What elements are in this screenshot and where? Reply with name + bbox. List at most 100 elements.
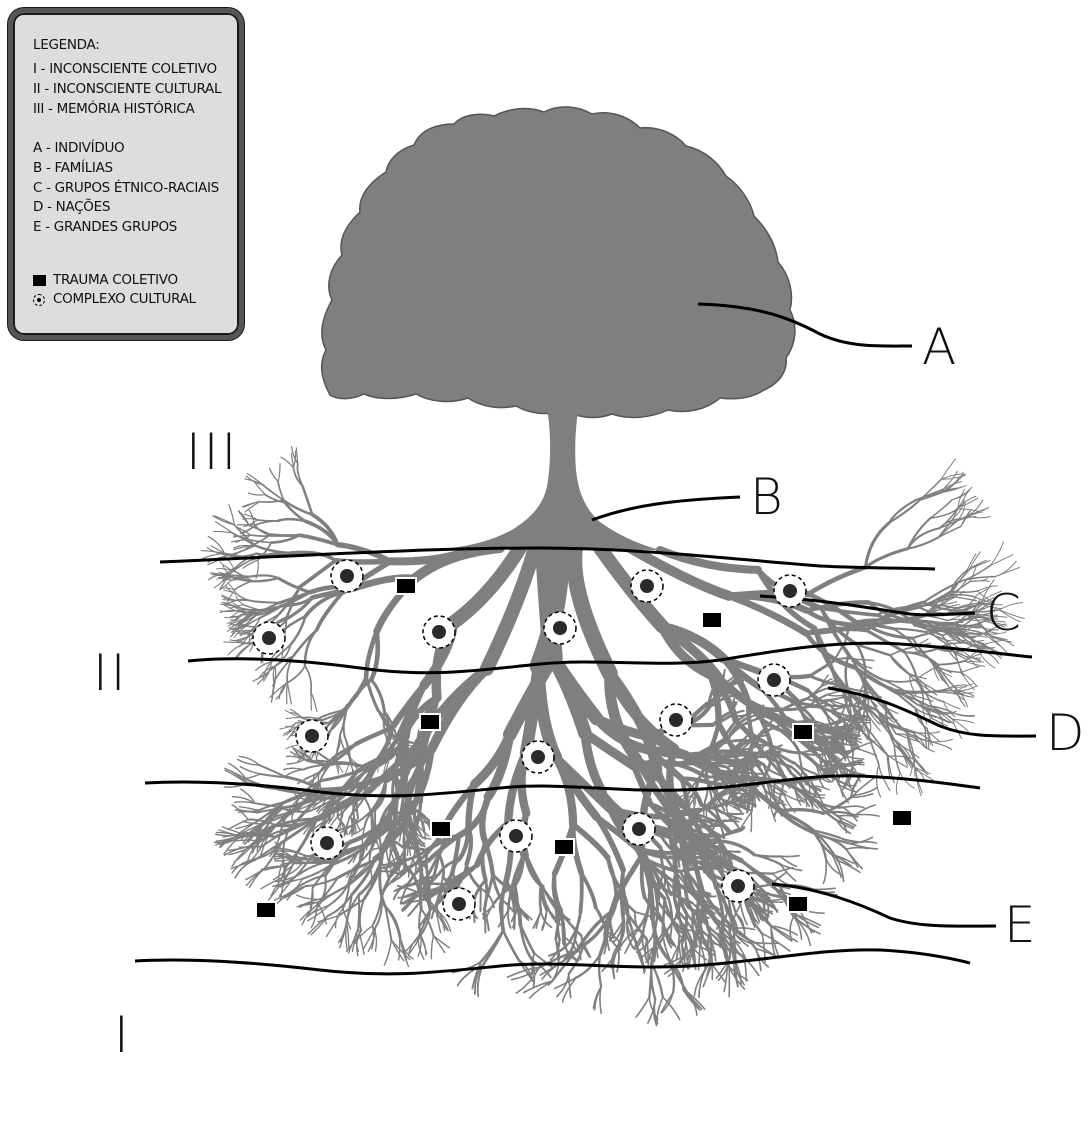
- root-branch: [755, 943, 779, 944]
- root-branch: [335, 909, 342, 928]
- root-branch: [249, 869, 264, 888]
- root-branch: [574, 548, 610, 673]
- group-label-b: B: [750, 472, 783, 522]
- trauma-square-icon: [789, 897, 807, 911]
- root-branch: [358, 895, 359, 928]
- trauma-square-icon: [432, 822, 450, 836]
- complex-circle-dot: [340, 569, 354, 583]
- trauma-square-icon: [555, 840, 573, 854]
- root-branch: [238, 524, 255, 525]
- dashed-circle-dot-icon: [33, 294, 45, 306]
- group-label-d: D: [1046, 708, 1085, 758]
- root-branch: [297, 895, 320, 899]
- root-branch: [808, 567, 865, 594]
- root-branch: [269, 468, 278, 481]
- root-branch: [780, 811, 813, 830]
- trauma-square-icon: [397, 579, 415, 593]
- root-branch: [287, 759, 304, 764]
- root-branch: [347, 676, 366, 706]
- root-branch: [234, 581, 251, 589]
- complex-circle-dot: [731, 879, 745, 893]
- root-branch: [943, 702, 960, 709]
- trauma-square-icon: [893, 811, 911, 825]
- root-branch: [249, 493, 266, 495]
- root-branch: [968, 508, 989, 516]
- root-branch: [916, 666, 938, 679]
- trauma-square-icon: [421, 715, 439, 729]
- root-branch: [254, 601, 279, 602]
- root-branch: [675, 820, 678, 873]
- root-branch: [482, 797, 488, 843]
- legend-level-1: I - INCONSCIENTE COLETIVO: [33, 61, 217, 77]
- legend-group-c: C - GRUPOS ÉTNICO-RACIAIS: [33, 180, 219, 196]
- leader-line-b: [592, 497, 740, 520]
- root-branch: [257, 520, 277, 521]
- root-branch: [913, 732, 940, 734]
- root-branch: [889, 500, 920, 523]
- root-branch: [746, 873, 773, 874]
- root-branch: [827, 695, 845, 696]
- root-branch: [926, 616, 947, 621]
- root-branch: [508, 910, 511, 928]
- root-branch: [305, 666, 311, 692]
- trauma-square-icon: [703, 613, 721, 627]
- root-branch: [684, 991, 700, 1008]
- root-branch: [300, 561, 336, 588]
- group-label-a: A: [922, 322, 956, 372]
- root-branch: [600, 987, 601, 1014]
- complex-circle-dot: [669, 713, 683, 727]
- legend-group-e: E - GRANDES GRUPOS: [33, 219, 177, 235]
- root-branch: [384, 940, 391, 965]
- root-branch: [932, 739, 953, 741]
- group-label-c: C: [986, 588, 1021, 638]
- root-branch: [812, 888, 835, 889]
- root-branch: [846, 848, 868, 850]
- level-label-ii: II: [93, 648, 129, 698]
- legend-box: LEGENDA: I - INCONSCIENTE COLETIVO II - …: [8, 8, 244, 340]
- tree-canopy: [322, 107, 795, 418]
- root-branch: [956, 656, 961, 673]
- trauma-square-icon: [794, 725, 812, 739]
- complex-circle-dot: [767, 673, 781, 687]
- root-branch: [855, 815, 879, 817]
- root-branch: [821, 608, 876, 615]
- complex-circle-dot: [262, 631, 276, 645]
- root-branch: [995, 561, 1016, 576]
- root-branch: [712, 956, 713, 979]
- root-branch: [823, 858, 826, 883]
- root-branch: [705, 783, 708, 802]
- complex-circle-dot: [432, 625, 446, 639]
- root-branch: [230, 619, 243, 620]
- root-branch: [780, 856, 799, 857]
- root-branch: [599, 954, 601, 986]
- group-label-e: E: [1004, 900, 1036, 950]
- root-branch: [930, 509, 957, 518]
- root-branch: [225, 770, 246, 782]
- root-branch: [649, 964, 651, 997]
- legend-level-2: II - INCONSCIENTE CULTURAL: [33, 81, 221, 97]
- root-branch: [925, 730, 927, 749]
- root-branch: [240, 767, 260, 774]
- tree-trunk: [450, 398, 660, 550]
- legend-level-3: III - MEMÓRIA HISTÓRICA: [33, 101, 194, 117]
- root-branch: [372, 926, 374, 949]
- root-branch: [270, 534, 299, 535]
- root-branch: [434, 936, 450, 948]
- root-branch: [286, 718, 301, 719]
- root-branch: [284, 769, 303, 776]
- root-branch: [995, 568, 1020, 577]
- root-branch: [287, 682, 288, 704]
- root-branch: [636, 997, 649, 1017]
- complex-circle-dot: [531, 750, 545, 764]
- root-branch: [481, 930, 503, 961]
- root-branch: [961, 666, 980, 672]
- root-branch: [287, 682, 291, 704]
- root-branch: [276, 889, 296, 905]
- legend-title: LEGENDA:: [33, 37, 99, 53]
- root-branch: [526, 666, 539, 753]
- legend-symbol-trauma: TRAUMA COLETIVO: [53, 272, 178, 288]
- root-branch: [783, 721, 811, 723]
- complex-circle-dot: [509, 829, 523, 843]
- complex-circle-dot: [783, 584, 797, 598]
